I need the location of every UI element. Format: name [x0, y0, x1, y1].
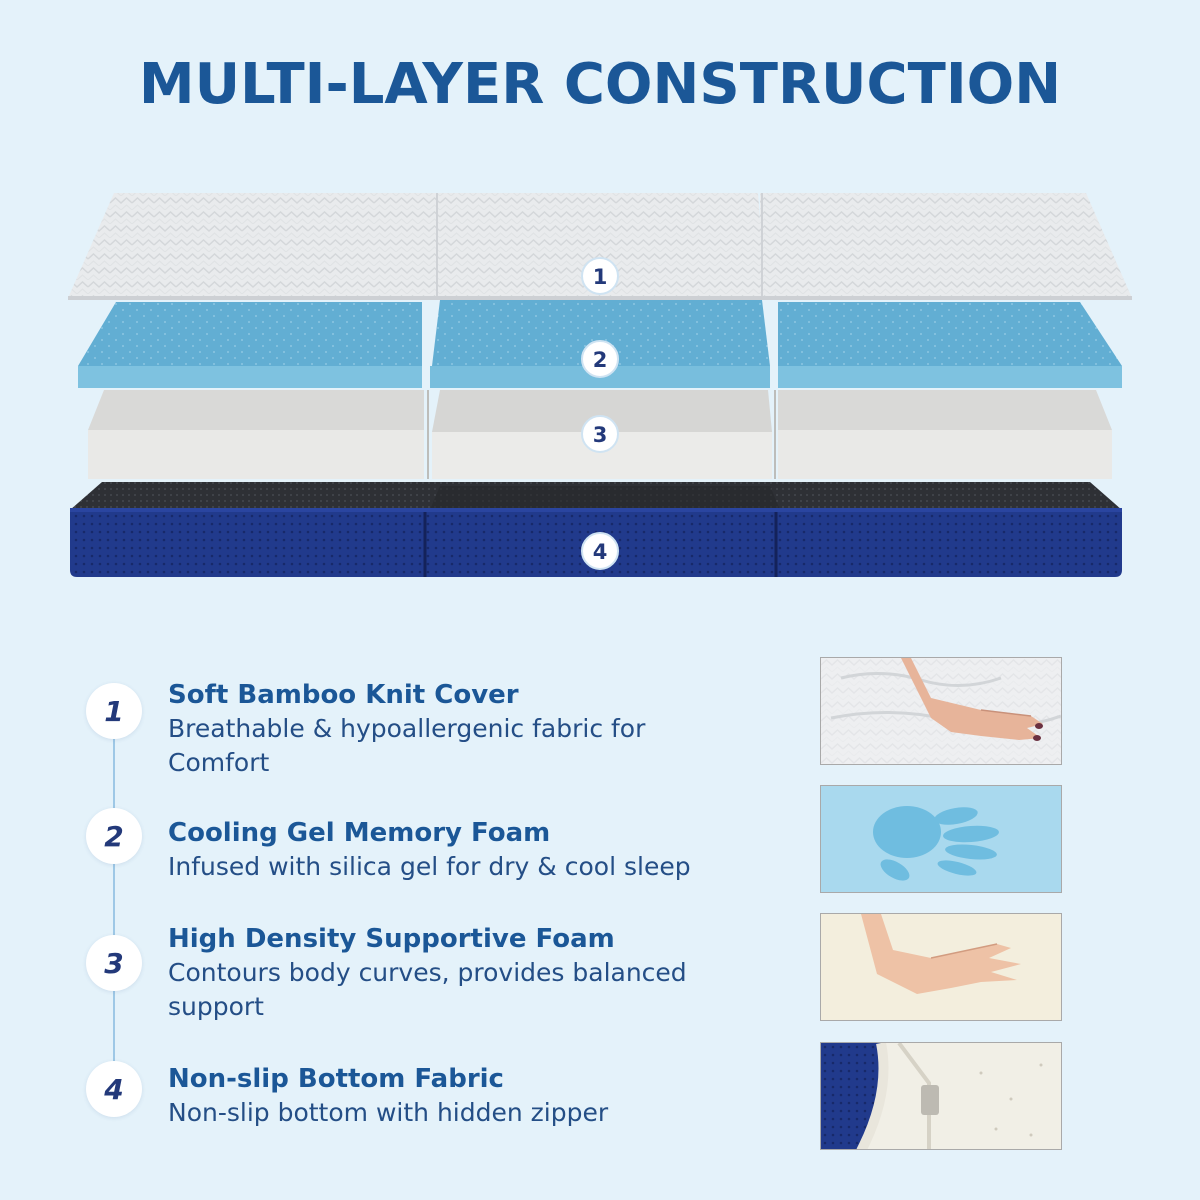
feature-description-1: Breathable & hypoallergenic fabric for C… — [168, 714, 646, 777]
hand-on-support-foam-image — [820, 913, 1062, 1021]
feature-description-4: Non-slip bottom with hidden zipper — [168, 1098, 609, 1127]
feature-title-1: Soft Bamboo Knit Cover — [168, 680, 519, 710]
layer-badge-4: 4 — [581, 532, 619, 570]
feature-title-4: Non-slip Bottom Fabric — [168, 1064, 504, 1094]
feature-number-4: 4 — [86, 1061, 142, 1117]
feature-item-3: High Density Supportive Foam Contours bo… — [168, 922, 798, 1024]
layer-badge-3: 3 — [581, 415, 619, 453]
knit-cover-layer — [68, 193, 1132, 300]
feature-item-2: Cooling Gel Memory Foam Infused with sil… — [168, 816, 798, 884]
feature-number-2: 2 — [86, 808, 142, 864]
layer-badge-4-label: 4 — [593, 540, 608, 564]
layer-badge-1: 1 — [581, 257, 619, 295]
layer-badge-2: 2 — [581, 340, 619, 378]
support-foam-layer — [88, 390, 1112, 479]
feature-number-3: 3 — [86, 935, 142, 991]
layer-badge-3-label: 3 — [593, 423, 608, 447]
timeline-line — [113, 735, 115, 1080]
hand-on-knit-cover-image — [820, 657, 1062, 765]
zipper-and-bottom-fabric-image — [820, 1042, 1062, 1150]
feature-title-3: High Density Supportive Foam — [168, 924, 615, 954]
layer-badge-2-label: 2 — [593, 348, 608, 372]
feature-item-1: Soft Bamboo Knit Cover Breathable & hypo… — [168, 678, 798, 780]
mattress-layers-illustration: 1 2 3 4 — [68, 193, 1132, 577]
feature-item-4: Non-slip Bottom Fabric Non-slip bottom w… — [168, 1062, 798, 1130]
handprint-in-gel-foam-image — [820, 785, 1062, 893]
feature-description-2: Infused with silica gel for dry & cool s… — [168, 852, 691, 881]
layer-badge-1-label: 1 — [593, 265, 608, 289]
feature-number-1: 1 — [86, 683, 142, 739]
page-title: MULTI-LAYER CONSTRUCTION — [138, 52, 1062, 117]
feature-title-2: Cooling Gel Memory Foam — [168, 818, 551, 848]
feature-description-3: Contours body curves, provides balanced … — [168, 958, 687, 1021]
